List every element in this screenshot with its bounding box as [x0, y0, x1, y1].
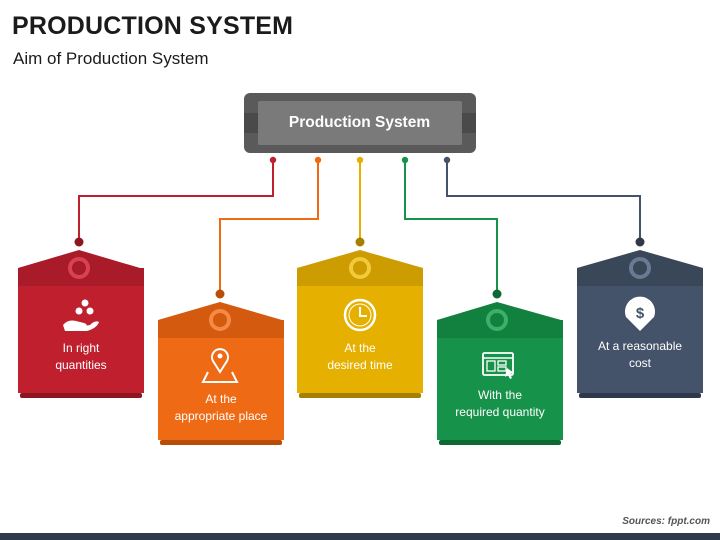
source-credit: Sources: fppt.com [622, 516, 710, 527]
tag-2-line-2: appropriate place [174, 409, 268, 423]
clock-icon [343, 298, 377, 332]
connector-5 [443, 156, 645, 247]
connector-1 [74, 156, 277, 247]
connector-2 [215, 156, 322, 299]
tag-4 [437, 302, 563, 445]
dollar-down-icon: $ [625, 296, 655, 331]
tag-1 [18, 250, 144, 398]
tag-5-line-2: cost [628, 356, 651, 370]
tag-4-line-2: required quantity [455, 405, 545, 419]
tag-2 [158, 302, 284, 445]
tag-3 [297, 250, 423, 398]
tag-5: $ [577, 250, 703, 398]
tag-5-line-1: At a reasonable [597, 339, 683, 353]
tag-2-label: At the appropriate place [158, 391, 284, 425]
tag-3-line-1: At the [344, 341, 376, 355]
bottom-bar [0, 533, 720, 540]
hub-label: Production System [288, 114, 431, 131]
tag-3-label: At the desired time [297, 340, 423, 374]
hand-coins-icon [63, 299, 99, 331]
tag-3-line-2: desired time [327, 358, 393, 372]
tag-1-line-2: quantities [55, 358, 107, 372]
location-pin-map-icon [201, 348, 239, 383]
tag-4-line-1: With the [477, 388, 522, 402]
svg-text:$: $ [636, 305, 645, 322]
page-title: PRODUCTION SYSTEM [12, 12, 294, 40]
tag-1-line-1: In right [62, 341, 100, 355]
tag-2-line-1: At the [205, 392, 237, 406]
connector-4 [401, 156, 502, 299]
page-subtitle: Aim of Production System [13, 49, 209, 68]
hub-box [244, 93, 476, 153]
web-calculator-icon [482, 352, 514, 379]
tag-1-label: In right quantities [18, 340, 144, 374]
tag-4-label: With the required quantity [437, 387, 563, 421]
tag-5-label: At a reasonable cost [577, 338, 703, 372]
connector-3 [355, 156, 365, 247]
